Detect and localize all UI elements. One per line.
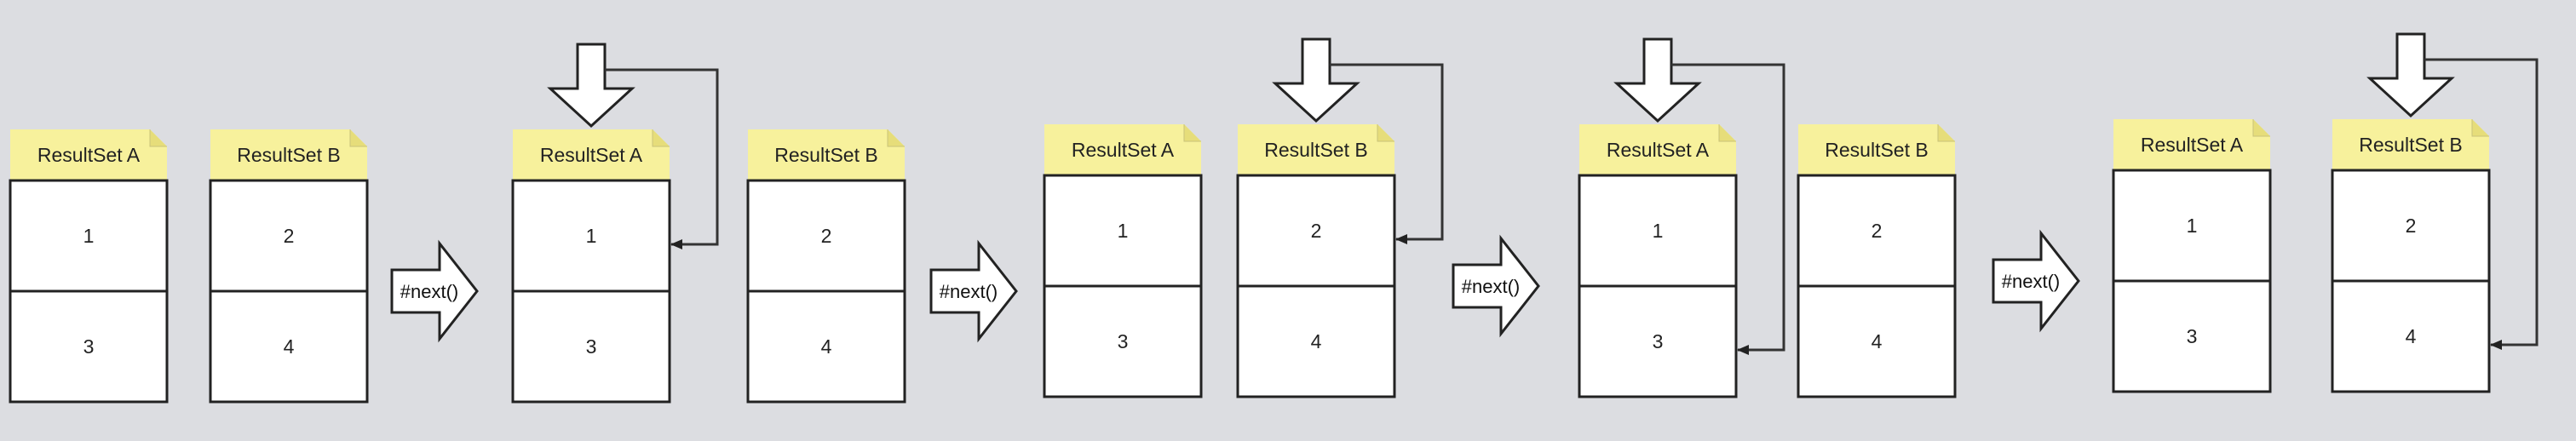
tab-fold <box>652 129 670 147</box>
tab-fold <box>349 129 367 147</box>
resultset-title: ResultSet B <box>1264 139 1367 161</box>
resultset-row <box>1578 174 1738 288</box>
resultset-row <box>2112 169 2272 283</box>
row-value: 4 <box>1311 330 1322 352</box>
resultset-tab <box>10 129 167 180</box>
row-value: 2 <box>284 225 295 247</box>
row-value: 4 <box>2406 325 2417 347</box>
row-value: 1 <box>83 225 95 247</box>
resultset-tab <box>210 129 367 180</box>
resultset-tab <box>1798 124 1955 175</box>
resultset-row <box>746 289 906 404</box>
row-value: 3 <box>83 335 95 358</box>
resultset-tab <box>2332 119 2489 170</box>
resultset-tab <box>1044 124 1201 175</box>
tab-fold <box>2471 119 2489 137</box>
resultset-title: ResultSet A <box>37 144 141 166</box>
tab-fold <box>2252 119 2270 137</box>
tab-fold <box>1377 124 1394 142</box>
cursor-connector <box>1330 63 1444 244</box>
tab-fold <box>1183 124 1201 142</box>
tab-fold <box>149 129 167 147</box>
pointer-arrow-icon <box>547 43 635 129</box>
row-value: 1 <box>586 225 597 247</box>
pointer-arrow-icon <box>2366 32 2455 118</box>
row-value: 1 <box>2187 215 2198 237</box>
next-label: #next() <box>2002 271 2060 292</box>
cursor-connector <box>605 68 719 249</box>
tab-fold <box>1718 124 1736 142</box>
next-label: #next() <box>940 281 998 302</box>
resultset-row <box>9 289 169 404</box>
resultset-row <box>1043 284 1203 398</box>
tab-fold <box>887 129 905 147</box>
row-value: 3 <box>1118 330 1129 352</box>
resultset-row <box>511 289 671 404</box>
resultset-row <box>2112 279 2272 393</box>
row-value: 2 <box>1872 220 1883 242</box>
row-value: 2 <box>821 225 832 247</box>
next-transition-arrow: #next() <box>1992 229 2080 333</box>
stage: ResultSet A 1 3 ResultSet B 2 4 <box>1578 37 1957 398</box>
pointer-arrow-icon <box>1272 37 1360 123</box>
row-value: 4 <box>284 335 295 358</box>
resultset-row <box>511 179 671 293</box>
resultset-title: ResultSet A <box>2141 134 2244 156</box>
next-label: #next() <box>400 281 458 302</box>
cursor-connector <box>2424 58 2539 350</box>
resultset-tab <box>748 129 905 180</box>
resultset-tab <box>2113 119 2270 170</box>
stage: ResultSet A 1 3 ResultSet B 2 4 <box>511 43 906 404</box>
row-value: 1 <box>1653 220 1664 242</box>
row-value: 3 <box>586 335 597 358</box>
resultset-row <box>1236 174 1396 288</box>
stage: ResultSet A 1 3 ResultSet B 2 4 <box>1043 37 1444 398</box>
next-transition-arrow: #next() <box>1452 234 1540 338</box>
resultset-row <box>209 289 369 404</box>
row-value: 2 <box>1311 220 1322 242</box>
row-value: 3 <box>1653 330 1664 352</box>
resultset-title: ResultSet B <box>2359 134 2462 156</box>
resultset-tab <box>1579 124 1736 175</box>
next-arrow-icon <box>1452 234 1540 338</box>
resultset-row <box>2331 169 2491 283</box>
resultset-row <box>1578 284 1738 398</box>
resultset-row <box>746 179 906 293</box>
resultset-title: ResultSet B <box>1825 139 1928 161</box>
cursor-connector <box>1671 63 1785 355</box>
resultset-title: ResultSet B <box>774 144 877 166</box>
next-transition-arrow: #next() <box>929 239 1018 343</box>
row-value: 4 <box>1872 330 1883 352</box>
resultset-row <box>209 179 369 293</box>
next-label: #next() <box>1462 276 1520 297</box>
resultset-row <box>9 179 169 293</box>
stage: ResultSet A 1 3 ResultSet B 2 4 <box>2112 32 2539 393</box>
next-arrow-icon <box>390 239 479 343</box>
row-value: 1 <box>1118 220 1129 242</box>
resultset-title: ResultSet A <box>1607 139 1710 161</box>
pointer-arrow-icon <box>1613 37 1702 123</box>
next-arrow-icon <box>1992 229 2080 333</box>
tab-fold <box>1937 124 1955 142</box>
row-value: 4 <box>821 335 832 358</box>
next-transition-arrow: #next() <box>390 239 479 343</box>
resultset-row <box>2331 279 2491 393</box>
resultset-title: ResultSet A <box>1072 139 1175 161</box>
stage: ResultSet A 1 3 ResultSet B 2 4 <box>9 129 369 404</box>
resultset-row <box>1043 174 1203 288</box>
row-value: 2 <box>2406 215 2417 237</box>
resultset-row <box>1797 174 1957 288</box>
resultset-row <box>1797 284 1957 398</box>
next-arrow-icon <box>929 239 1018 343</box>
resultset-row <box>1236 284 1396 398</box>
resultset-tab <box>513 129 670 180</box>
resultset-title: ResultSet A <box>540 144 643 166</box>
resultset-tab <box>1238 124 1394 175</box>
row-value: 3 <box>2187 325 2198 347</box>
resultset-title: ResultSet B <box>237 144 340 166</box>
